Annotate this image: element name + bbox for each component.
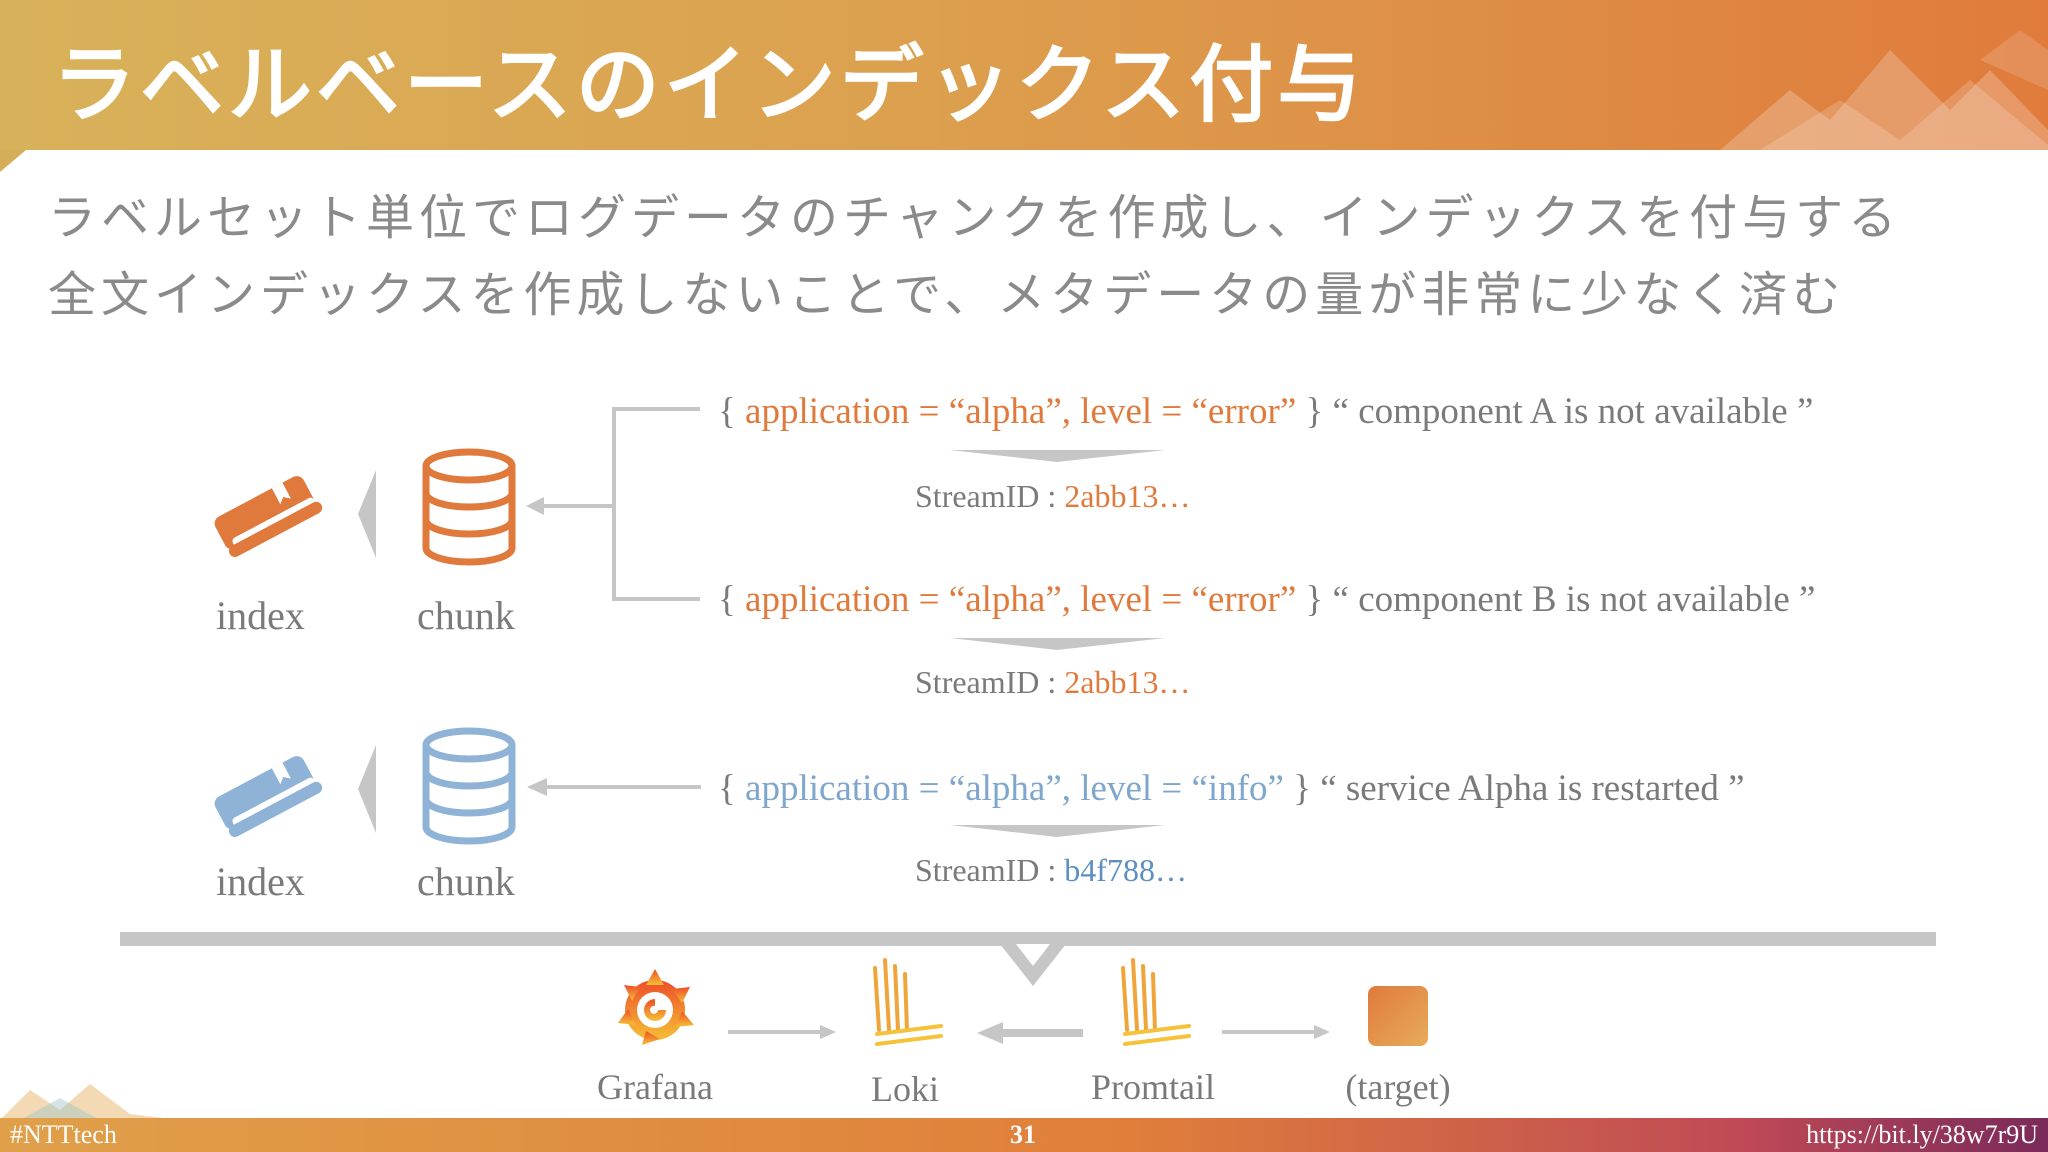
index-label-1: index	[216, 593, 305, 638]
loki-icon	[873, 958, 943, 1046]
log-line-3: { application = “alpha”, level = “info” …	[718, 767, 1745, 810]
chunk-label-1: chunk	[417, 593, 515, 638]
book-icon	[214, 476, 323, 557]
tool-label-target: (target)	[1345, 1067, 1451, 1107]
slide-title: ラベルベースのインデックス付与	[52, 36, 1366, 134]
brace-close: }	[1296, 579, 1333, 620]
down-chevron-icon	[950, 825, 1165, 837]
left-arrow	[527, 778, 701, 796]
subtitle-line-2: 全文インデックスを作成しないことで、メタデータの量が非常に少なく済む	[48, 267, 1846, 323]
title-banner	[0, 0, 2048, 150]
target-icon	[1368, 986, 1428, 1046]
log-message: “ component A is not available ”	[1332, 391, 1814, 432]
database-icon	[422, 727, 516, 845]
stream-id-prefix: StreamID :	[915, 478, 1065, 514]
tool-label-promtail: Promtail	[1091, 1067, 1215, 1107]
page-number: 31	[1010, 1120, 1036, 1149]
footer-bar	[0, 1118, 2048, 1152]
footer-url[interactable]: https://bit.ly/38w7r9U	[1806, 1120, 2038, 1149]
down-chevron-icon	[950, 450, 1165, 462]
book-icon	[214, 756, 323, 837]
stream-id-2: StreamID : 2abb13…	[915, 664, 1191, 701]
stream-id-value: 2abb13…	[1064, 664, 1191, 700]
brace-open: {	[718, 768, 746, 809]
grafana-icon	[618, 969, 694, 1045]
log-line-1: { application = “alpha”, level = “error”…	[718, 390, 1813, 433]
collapse-arrow-icon	[358, 470, 376, 558]
bracket-connector	[526, 407, 700, 601]
collapse-arrow-icon	[358, 745, 376, 833]
mountain-decoration	[1720, 30, 2048, 150]
tool-label-loki: Loki	[871, 1069, 939, 1109]
stream-id-value: 2abb13…	[1064, 478, 1191, 514]
label-set: application = “alpha”, level = “error”	[745, 391, 1297, 432]
right-arrow	[728, 1025, 836, 1039]
stream-id-prefix: StreamID :	[915, 664, 1065, 700]
stream-id-prefix: StreamID :	[915, 852, 1065, 888]
chunk-label-2: chunk	[417, 859, 515, 904]
promtail-icon	[1121, 958, 1191, 1046]
mountain-decoration	[0, 1084, 180, 1120]
tool-label-grafana: Grafana	[597, 1067, 713, 1107]
stream-id-1: StreamID : 2abb13…	[915, 478, 1191, 515]
label-set: application = “alpha”, level = “error”	[745, 579, 1297, 620]
brace-close: }	[1296, 391, 1333, 432]
footer-hashtag: #NTTtech	[10, 1120, 117, 1149]
log-line-2: { application = “alpha”, level = “error”…	[718, 578, 1815, 621]
database-icon	[422, 448, 516, 566]
log-message: “ service Alpha is restarted ”	[1320, 768, 1745, 809]
left-arrow	[977, 1022, 1083, 1044]
brace-close: }	[1283, 768, 1321, 809]
brace-open: {	[718, 391, 746, 432]
log-message: “ component B is not available ”	[1332, 579, 1816, 620]
divider-bracket	[120, 932, 1936, 986]
stream-id-3: StreamID : b4f788…	[915, 852, 1187, 889]
right-arrow	[1222, 1025, 1330, 1039]
label-set: application = “alpha”, level = “info”	[745, 768, 1284, 809]
down-chevron-icon	[950, 638, 1165, 650]
banner-tab	[0, 150, 26, 172]
index-label-2: index	[216, 859, 305, 904]
subtitle-line-1: ラベルセット単位でログデータのチャンクを作成し、インデックスを付与する	[48, 190, 1902, 246]
stream-id-value: b4f788…	[1064, 852, 1187, 888]
brace-open: {	[718, 579, 746, 620]
